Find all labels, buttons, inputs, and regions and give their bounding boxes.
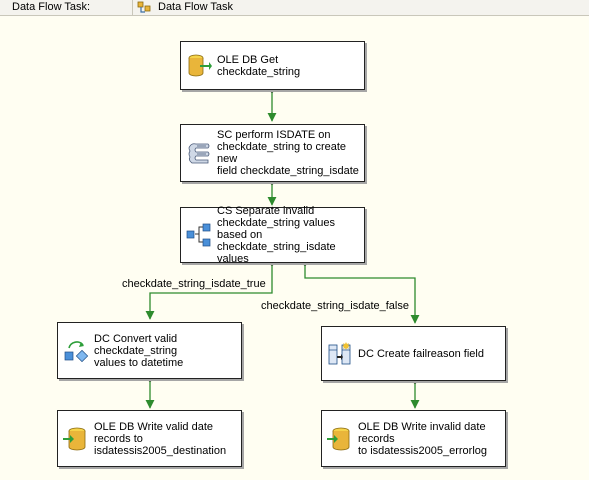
script-component-icon xyxy=(188,143,210,164)
task-selector-label: Data Flow Task: xyxy=(12,1,91,13)
data-flow-task-icon xyxy=(137,1,151,13)
task-selector-dropdown[interactable]: Data Flow Task xyxy=(158,1,233,13)
task-label: OLE DB Get checkdate_string xyxy=(217,53,301,78)
task-label: CS Separate invalid checkdate_string val… xyxy=(217,205,336,265)
path-label-false: checkdate_string_isdate_false xyxy=(261,300,409,312)
task-label: DC Convert valid checkdate_string values… xyxy=(94,332,184,369)
task-label: SC perform ISDATE on checkdate_string to… xyxy=(217,129,359,177)
task-derived-column[interactable]: DC Create failreason field xyxy=(321,326,506,381)
task-label: OLE DB Write invalid date records to isd… xyxy=(358,420,488,457)
ole-db-source-icon xyxy=(188,54,212,76)
task-label: DC Create failreason field xyxy=(358,347,484,360)
toolbar-divider xyxy=(132,0,133,16)
task-ole-db-destination-valid[interactable]: OLE DB Write valid date records to isdat… xyxy=(57,410,242,467)
data-flow-canvas[interactable]: checkdate_string_isdate_true checkdate_s… xyxy=(0,17,589,480)
task-script-component[interactable]: SC perform ISDATE on checkdate_string to… xyxy=(180,124,365,182)
path-split-false[interactable] xyxy=(302,260,420,324)
path-convert-to-dest[interactable] xyxy=(145,376,155,409)
derived-column-icon xyxy=(328,341,351,364)
task-selector-bar: Data Flow Task: Data Flow Task xyxy=(0,0,589,16)
task-label: OLE DB Write valid date records to isdat… xyxy=(94,420,227,457)
task-data-conversion[interactable]: DC Convert valid checkdate_string values… xyxy=(57,322,242,379)
path-derived-to-errorlog[interactable] xyxy=(410,378,420,409)
task-ole-db-source[interactable]: OLE DB Get checkdate_string xyxy=(180,41,365,90)
data-conversion-icon xyxy=(64,340,89,362)
conditional-split-icon xyxy=(186,223,211,247)
task-ole-db-destination-errorlog[interactable]: OLE DB Write invalid date records to isd… xyxy=(321,410,506,467)
task-conditional-split[interactable]: CS Separate invalid checkdate_string val… xyxy=(180,205,365,265)
path-script-to-split[interactable] xyxy=(267,179,277,206)
ole-db-destination-icon xyxy=(327,427,350,450)
path-label-true: checkdate_string_isdate_true xyxy=(122,278,266,290)
path-source-to-script[interactable] xyxy=(267,87,277,122)
ole-db-destination-icon xyxy=(63,427,86,450)
